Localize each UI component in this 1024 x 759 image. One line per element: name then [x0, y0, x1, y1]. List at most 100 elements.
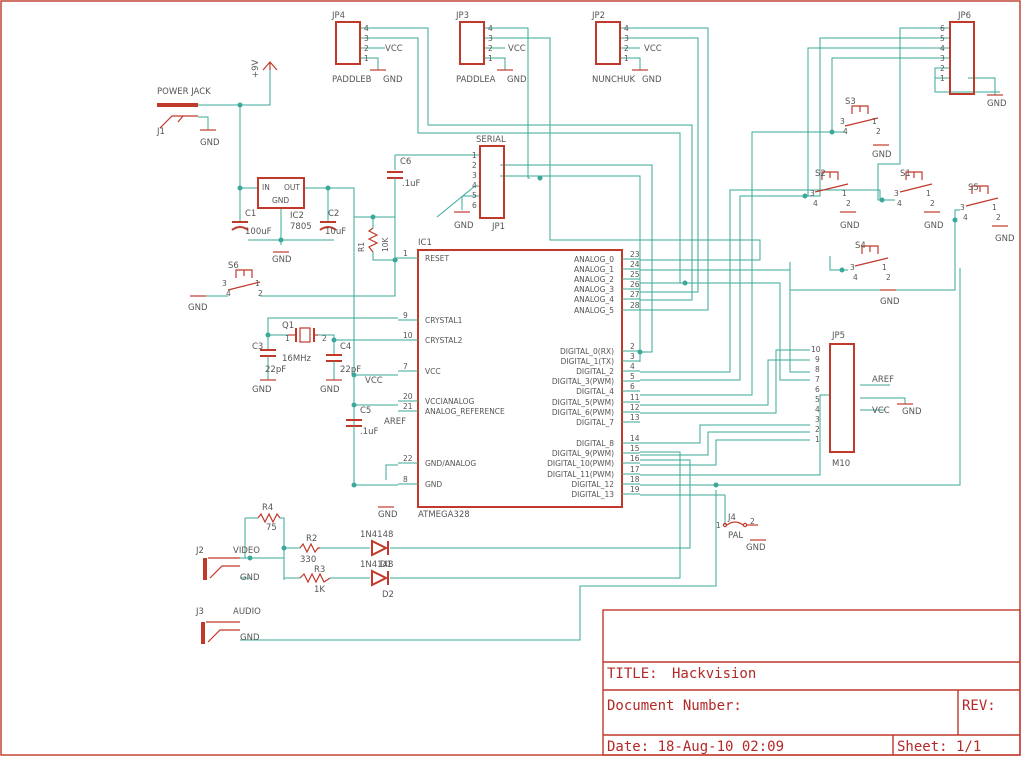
s3-pin: 3	[840, 117, 845, 126]
jp2-ref: JP2	[591, 11, 605, 21]
mcu-right-pin-name: ANALOG_0	[574, 255, 614, 264]
s5-pin: 1	[992, 203, 997, 212]
q1-pin2: 2	[322, 334, 327, 343]
jp5-vcc: VCC	[872, 406, 890, 416]
switch-s5: S5 3 4 1 2 GND	[960, 183, 1015, 244]
header-jp3: JP3 PADDLEA 4 3 2 1 VCC GND	[455, 11, 527, 85]
jp6-pin: 4	[940, 44, 945, 53]
q1-ref: Q1	[282, 321, 294, 331]
d2-ref: D2	[382, 590, 394, 600]
capacitor-c1: C1 100uF	[231, 209, 272, 237]
j2-name: VIDEO	[233, 546, 260, 556]
switch-s6: S6 3 4 1 2 GND	[188, 261, 263, 313]
s4-pin: 3	[850, 263, 855, 272]
mcu-right-pin-number: 18	[630, 475, 640, 484]
jp1-ref: JP1	[491, 222, 505, 232]
s2-pin: 2	[846, 199, 851, 208]
header-jp6: JP6 6 5 4 3 2 1 GND	[940, 11, 1007, 109]
mcu-gnd-label: GND	[378, 510, 398, 520]
title-value: Hackvision	[672, 666, 756, 682]
jp3-pin: 4	[488, 24, 493, 33]
r3-val: 1K	[314, 585, 325, 595]
s4-pin: 4	[853, 273, 858, 282]
s3-pin: 2	[876, 127, 881, 136]
mcu-left-pin-number: 22	[403, 454, 413, 463]
mcu-right-pin-number: 23	[630, 250, 640, 259]
jp4-vcc: VCC	[385, 44, 403, 54]
r4-val: 75	[266, 523, 277, 533]
mcu-right-pin-number: 27	[630, 290, 640, 299]
jp3-pin: 3	[488, 34, 493, 43]
mcu-right-pin-name: DIGITAL_4	[576, 387, 614, 396]
mcu-right-pin-number: 13	[630, 413, 640, 422]
power-jack: POWER JACK J1 GND	[156, 87, 220, 148]
jp5-aref: AREF	[872, 375, 894, 385]
s3-gnd: GND	[872, 150, 892, 160]
j2-ref: J2	[195, 546, 204, 556]
j3-name: AUDIO	[233, 607, 261, 617]
d1-part: 1N4148	[360, 530, 393, 540]
c5-val: .1uF	[360, 427, 378, 437]
mcu-right-pin-name: DIGITAL_3(PWM)	[552, 377, 614, 386]
mcu-left-pin-name: ANALOG_REFERENCE	[425, 407, 505, 416]
resistor-r1: R1 10K	[357, 227, 390, 253]
wires	[198, 27, 1000, 641]
mcu-right-pin-name: ANALOG_4	[574, 295, 614, 304]
rev-label: REV:	[962, 698, 996, 714]
mcu-right-pin-name: DIGITAL_7	[576, 418, 614, 427]
jp2-pin: 3	[624, 34, 629, 43]
mcu-right-pin-name: DIGITAL_11(PWM)	[547, 470, 614, 479]
c1-ref: C1	[245, 209, 256, 219]
c1-val: 100uF	[245, 227, 272, 237]
mcu-ref: IC1	[418, 238, 432, 248]
supply-9v: +9V	[251, 59, 278, 78]
jp3-name: PADDLEA	[456, 75, 496, 85]
power-jack-gnd: GND	[200, 138, 220, 148]
jp5-pin: 3	[815, 415, 820, 424]
s4-pin: 2	[886, 273, 891, 282]
s1-ref: S1	[900, 169, 911, 179]
jp6-pin: 3	[940, 54, 945, 63]
r1-ref: R1	[357, 242, 366, 252]
mcu-left-pin-name: CRYSTAL2	[425, 336, 463, 345]
jp2-gnd: GND	[642, 75, 662, 85]
power-jack-label: POWER JACK	[157, 87, 211, 97]
switch-s3: S3 3 4 1 2 GND	[840, 97, 892, 160]
jp2-vcc: VCC	[644, 44, 662, 54]
audio-jack-j3: J3 AUDIO GND	[195, 607, 261, 644]
s5-pin: 2	[996, 213, 1001, 222]
j4-pin1: 1	[716, 521, 721, 530]
diode-d2: 1N4148 D2	[360, 560, 394, 600]
jp5-pin: 1	[815, 435, 820, 444]
s2-pin: 1	[842, 189, 847, 198]
jp6-ref: JP6	[957, 11, 971, 21]
jp1-pin: 6	[472, 201, 477, 210]
s6-pin: 4	[226, 289, 231, 298]
jp4-pin: 3	[364, 34, 369, 43]
mcu-left-pin-name: VCCIANALOG	[425, 397, 475, 406]
mcu-right-pin-number: 28	[630, 301, 640, 310]
c2-ref: C2	[328, 209, 339, 219]
date-label: Date: 18-Aug-10 02:09	[607, 739, 784, 755]
mcu-right-pin-name: DIGITAL_10(PWM)	[547, 459, 614, 468]
c6-val: .1uF	[402, 179, 420, 189]
mcu-right-pin-name: ANALOG_5	[574, 306, 614, 315]
jp4-gnd: GND	[383, 75, 403, 85]
mcu-left-pin-number: 20	[403, 392, 413, 401]
jp4-pin: 1	[364, 54, 369, 63]
j4-ref: J4	[727, 513, 736, 523]
s4-gnd: GND	[880, 297, 900, 307]
mcu-left-pin-name: VCC	[425, 367, 441, 376]
j4-pin2: 2	[750, 517, 755, 526]
c3-ref: C3	[252, 342, 263, 352]
diode-d1: 1N4148 D1	[360, 530, 393, 570]
atmega328-ic1: IC1 ATMEGA328 RESET1CRYSTAL19CRYSTAL210V…	[398, 238, 640, 520]
mcu-left-pin-number: 7	[403, 362, 408, 371]
mcu-right-pin-name: DIGITAL_9(PWM)	[552, 449, 614, 458]
capacitor-c5: C5 .1uF	[346, 406, 378, 440]
mcu-right-pin-name: ANALOG_1	[574, 265, 614, 274]
resistor-r4: R4 75	[257, 503, 281, 533]
regulator-ic2: IN OUT GND IC2 7805 GND	[257, 177, 312, 265]
resistor-r3: R3 1K	[299, 565, 331, 595]
